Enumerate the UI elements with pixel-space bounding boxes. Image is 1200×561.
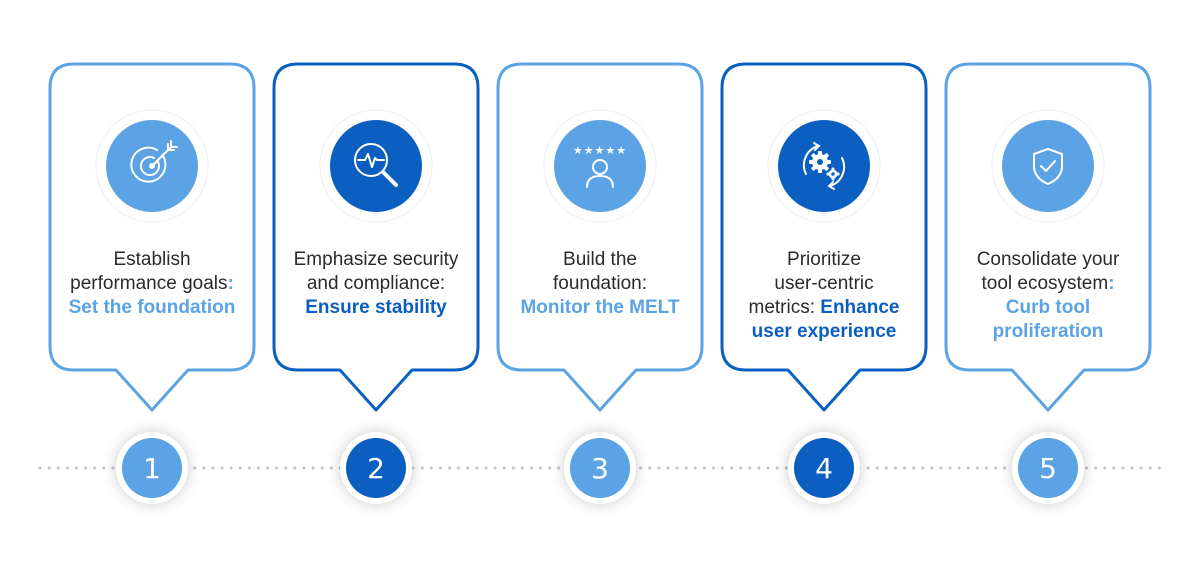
step-text-line: Establish xyxy=(56,248,248,272)
step-highlight-text: Curb tool xyxy=(1005,297,1091,318)
magnifier-pulse-icon xyxy=(319,109,433,223)
step-highlight-text: user experience xyxy=(751,321,897,342)
step-text-line: Set the foundation xyxy=(56,296,248,320)
step-text-line: performance goals: xyxy=(56,272,248,296)
shield-check-icon xyxy=(991,109,1105,223)
user-rating-icon: ★★★★★ xyxy=(543,109,657,223)
svg-text:★★★★★: ★★★★★ xyxy=(573,144,627,157)
step-card-2: Emphasize security and compliance: Ensure … xyxy=(274,64,478,370)
step-text-line: Prioritize xyxy=(728,248,920,272)
step-1-icon-circle xyxy=(90,104,214,228)
step-number-badge-1: 1 xyxy=(122,438,182,498)
step-text-line: Build the xyxy=(504,248,696,272)
step-highlight-text: Ensure stability xyxy=(305,297,447,318)
step-text-line: user-centric xyxy=(728,272,920,296)
step-number-badge-4: 4 xyxy=(794,438,854,498)
step-text-line: Consolidate your xyxy=(952,248,1144,272)
step-number-badge-2: 2 xyxy=(346,438,406,498)
step-highlight-text: Enhance xyxy=(820,297,900,318)
step-highlight-text: Monitor the MELT xyxy=(520,297,680,318)
step-text: Build the xyxy=(563,249,637,270)
timeline: 1 2 3 4 5 xyxy=(0,430,1200,510)
step-text: performance goals xyxy=(70,273,228,294)
gears-cycle-icon xyxy=(767,109,881,223)
step-text-line: metrics: Enhance xyxy=(728,296,920,320)
step-number-badge-5: 5 xyxy=(1018,438,1078,498)
step-highlight-text: : xyxy=(227,273,234,294)
step-text-line: proliferation xyxy=(952,320,1144,344)
step-5-icon-circle xyxy=(986,104,1110,228)
step-text-line: user experience xyxy=(728,320,920,344)
target-icon xyxy=(95,109,209,223)
step-text: foundation: xyxy=(552,273,648,294)
step-text-line: foundation: xyxy=(504,272,696,296)
step-text: Emphasize security xyxy=(293,249,459,270)
step-text: Establish xyxy=(113,249,191,270)
step-number-badge-3: 3 xyxy=(570,438,630,498)
step-3-icon-circle: ★★★★★ xyxy=(538,104,662,228)
step-highlight-text: proliferation xyxy=(992,321,1104,342)
step-text: and compliance: xyxy=(306,273,446,294)
step-text-line: and compliance: xyxy=(280,272,472,296)
step-text-line: Monitor the MELT xyxy=(504,296,696,320)
step-text: user-centric xyxy=(774,273,874,294)
step-text: tool ecosystem xyxy=(981,273,1109,294)
step-text-line: Curb tool xyxy=(952,296,1144,320)
step-card-3: ★★★★★ Build the foundation: Monitor the ME… xyxy=(498,64,702,370)
step-3-text: Build the foundation: Monitor the MELT xyxy=(504,248,696,320)
step-text: Consolidate your xyxy=(976,249,1120,270)
step-text-line: tool ecosystem: xyxy=(952,272,1144,296)
step-4-icon-circle xyxy=(762,104,886,228)
step-2-text: Emphasize security and compliance: Ensure … xyxy=(280,248,472,320)
step-text: Prioritize xyxy=(787,249,861,270)
step-highlight-text: Set the foundation xyxy=(68,297,236,318)
step-text: metrics: xyxy=(748,297,821,318)
step-text-line: Emphasize security xyxy=(280,248,472,272)
step-highlight-text: : xyxy=(1108,273,1115,294)
step-2-icon-circle xyxy=(314,104,438,228)
step-text-line: Ensure stability xyxy=(280,296,472,320)
